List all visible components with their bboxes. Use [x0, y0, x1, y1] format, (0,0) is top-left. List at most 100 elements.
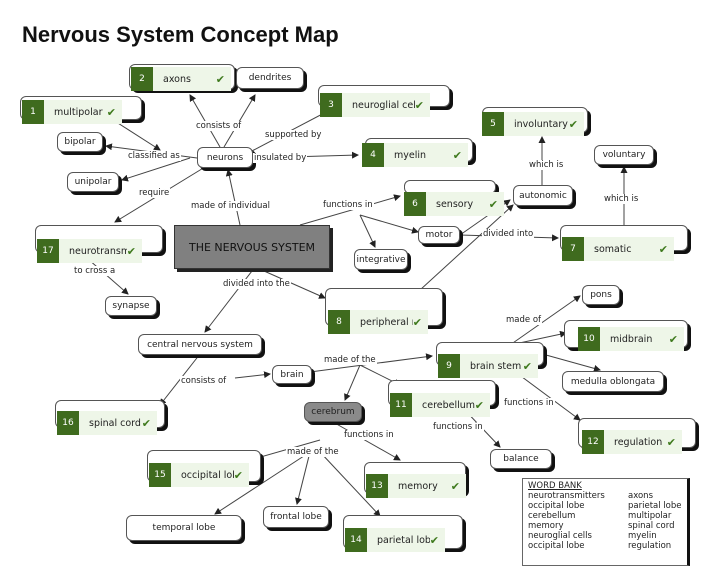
- answer-text: parietal lobe: [377, 534, 430, 546]
- answer-number-badge: 13: [366, 474, 388, 498]
- answer-number-badge: 4: [362, 143, 384, 167]
- answer-text: regulation: [614, 436, 663, 448]
- link-label: functions in: [432, 422, 484, 432]
- answer-node[interactable]: 17neurotransmitt✔: [37, 239, 142, 263]
- link-label: functions in: [503, 398, 555, 408]
- answer-number-badge: 7: [562, 237, 584, 261]
- word-bank-term: multipolar: [628, 511, 672, 521]
- concept-node: dendrites: [236, 67, 304, 89]
- link-label: functions in: [343, 430, 395, 440]
- answer-text: peripheral nerv: [360, 316, 413, 328]
- answer-node[interactable]: 1 multipolar✔: [22, 100, 122, 124]
- answer-text: axons: [163, 73, 191, 85]
- concept-node: temporal lobe: [126, 515, 242, 541]
- answer-number-badge: 15: [149, 463, 171, 487]
- link-label: which is: [603, 194, 640, 204]
- link-label: functions in: [322, 200, 374, 210]
- answer-text: midbrain: [610, 333, 653, 345]
- answer-number-badge: 6: [404, 192, 426, 216]
- link-label: made of the: [286, 447, 340, 457]
- checkmark-icon: ✔: [414, 98, 424, 112]
- checkmark-icon: ✔: [215, 72, 225, 86]
- answer-text: sensory: [436, 198, 474, 210]
- word-bank-term: spinal cord: [628, 521, 675, 531]
- word-bank-term: myelin: [628, 531, 657, 541]
- checkmark-icon: ✔: [568, 117, 578, 131]
- link-label: divided into the: [222, 279, 291, 289]
- word-bank-term: occipital lobe: [528, 541, 585, 551]
- concept-node: motor: [418, 226, 460, 244]
- answer-node[interactable]: 15 occipital lobe✔: [149, 463, 249, 487]
- answer-text: brain stem: [470, 360, 522, 372]
- answer-text: multipolar: [54, 106, 103, 118]
- concept-node: neurons: [197, 147, 253, 168]
- answer-node[interactable]: 2 axons ✔: [131, 67, 231, 91]
- link-label: to cross a: [73, 266, 117, 276]
- link-label: require: [138, 188, 171, 198]
- checkmark-icon: ✔: [126, 244, 136, 258]
- answer-node[interactable]: 14 parietal lobe✔: [345, 528, 445, 552]
- word-bank-term: regulation: [628, 541, 672, 551]
- checkmark-icon: ✔: [450, 479, 460, 493]
- checkmark-icon: ✔: [522, 359, 532, 373]
- link-label: which is: [528, 160, 565, 170]
- answer-node[interactable]: 5 involuntary✔: [482, 112, 584, 136]
- word-bank-term: occipital lobe: [528, 501, 585, 511]
- answer-text: neurotransmitt: [69, 245, 127, 257]
- concept-node: integrative: [354, 249, 408, 270]
- answer-node[interactable]: 4 myelin ✔: [362, 143, 468, 167]
- checkmark-icon: ✔: [452, 148, 462, 162]
- link-label: made of: [505, 315, 543, 325]
- answer-number-badge: 2: [131, 67, 153, 91]
- word-bank-term: cerebellum: [528, 511, 576, 521]
- concept-node: synapse: [105, 296, 157, 316]
- answer-text: involuntary: [514, 118, 568, 130]
- answer-number-badge: 11: [390, 393, 412, 417]
- word-bank-term: parietal lobe: [628, 501, 682, 511]
- checkmark-icon: ✔: [141, 416, 151, 430]
- checkmark-icon: ✔: [668, 332, 678, 346]
- concept-node: central nervous system: [138, 334, 262, 355]
- concept-node: frontal lobe: [263, 506, 329, 528]
- link-label: divided into: [482, 229, 535, 239]
- word-bank-term: neurotransmitters: [528, 491, 605, 501]
- answer-text: cerebellum: [422, 399, 475, 411]
- concept-node: pons: [582, 285, 620, 305]
- checkmark-icon: ✔: [429, 533, 439, 547]
- link-label: consists of: [195, 121, 243, 131]
- answer-number-badge: 10: [578, 327, 600, 351]
- checkmark-icon: ✔: [666, 435, 676, 449]
- word-bank-term: memory: [528, 521, 564, 531]
- answer-text: occipital lobe: [181, 469, 234, 481]
- checkmark-icon: ✔: [658, 242, 668, 256]
- checkmark-icon: ✔: [233, 468, 243, 482]
- central-concept: THE NERVOUS SYSTEM: [174, 225, 330, 269]
- answer-number-badge: 5: [482, 112, 504, 136]
- answer-node[interactable]: 3 neuroglial cells✔: [320, 93, 430, 117]
- link-label: made of the: [323, 355, 377, 365]
- answer-text: neuroglial cells: [352, 99, 415, 111]
- answer-number-badge: 14: [345, 528, 367, 552]
- concept-node: unipolar: [67, 172, 119, 192]
- word-bank-heading: WORD BANK: [528, 481, 582, 491]
- word-bank-term: axons: [628, 491, 653, 501]
- answer-number-badge: 1: [22, 100, 44, 124]
- link-label: insulated by: [253, 153, 308, 163]
- concept-node: autonomic: [513, 185, 573, 206]
- page-title: Nervous System Concept Map: [22, 22, 339, 47]
- checkmark-icon: ✔: [106, 105, 116, 119]
- concept-node: medulla oblongata: [562, 371, 664, 392]
- answer-number-badge: 3: [320, 93, 342, 117]
- answer-text: myelin: [394, 149, 427, 161]
- answer-node[interactable]: 10 midbrain ✔: [578, 327, 684, 351]
- checkmark-icon: ✔: [412, 315, 422, 329]
